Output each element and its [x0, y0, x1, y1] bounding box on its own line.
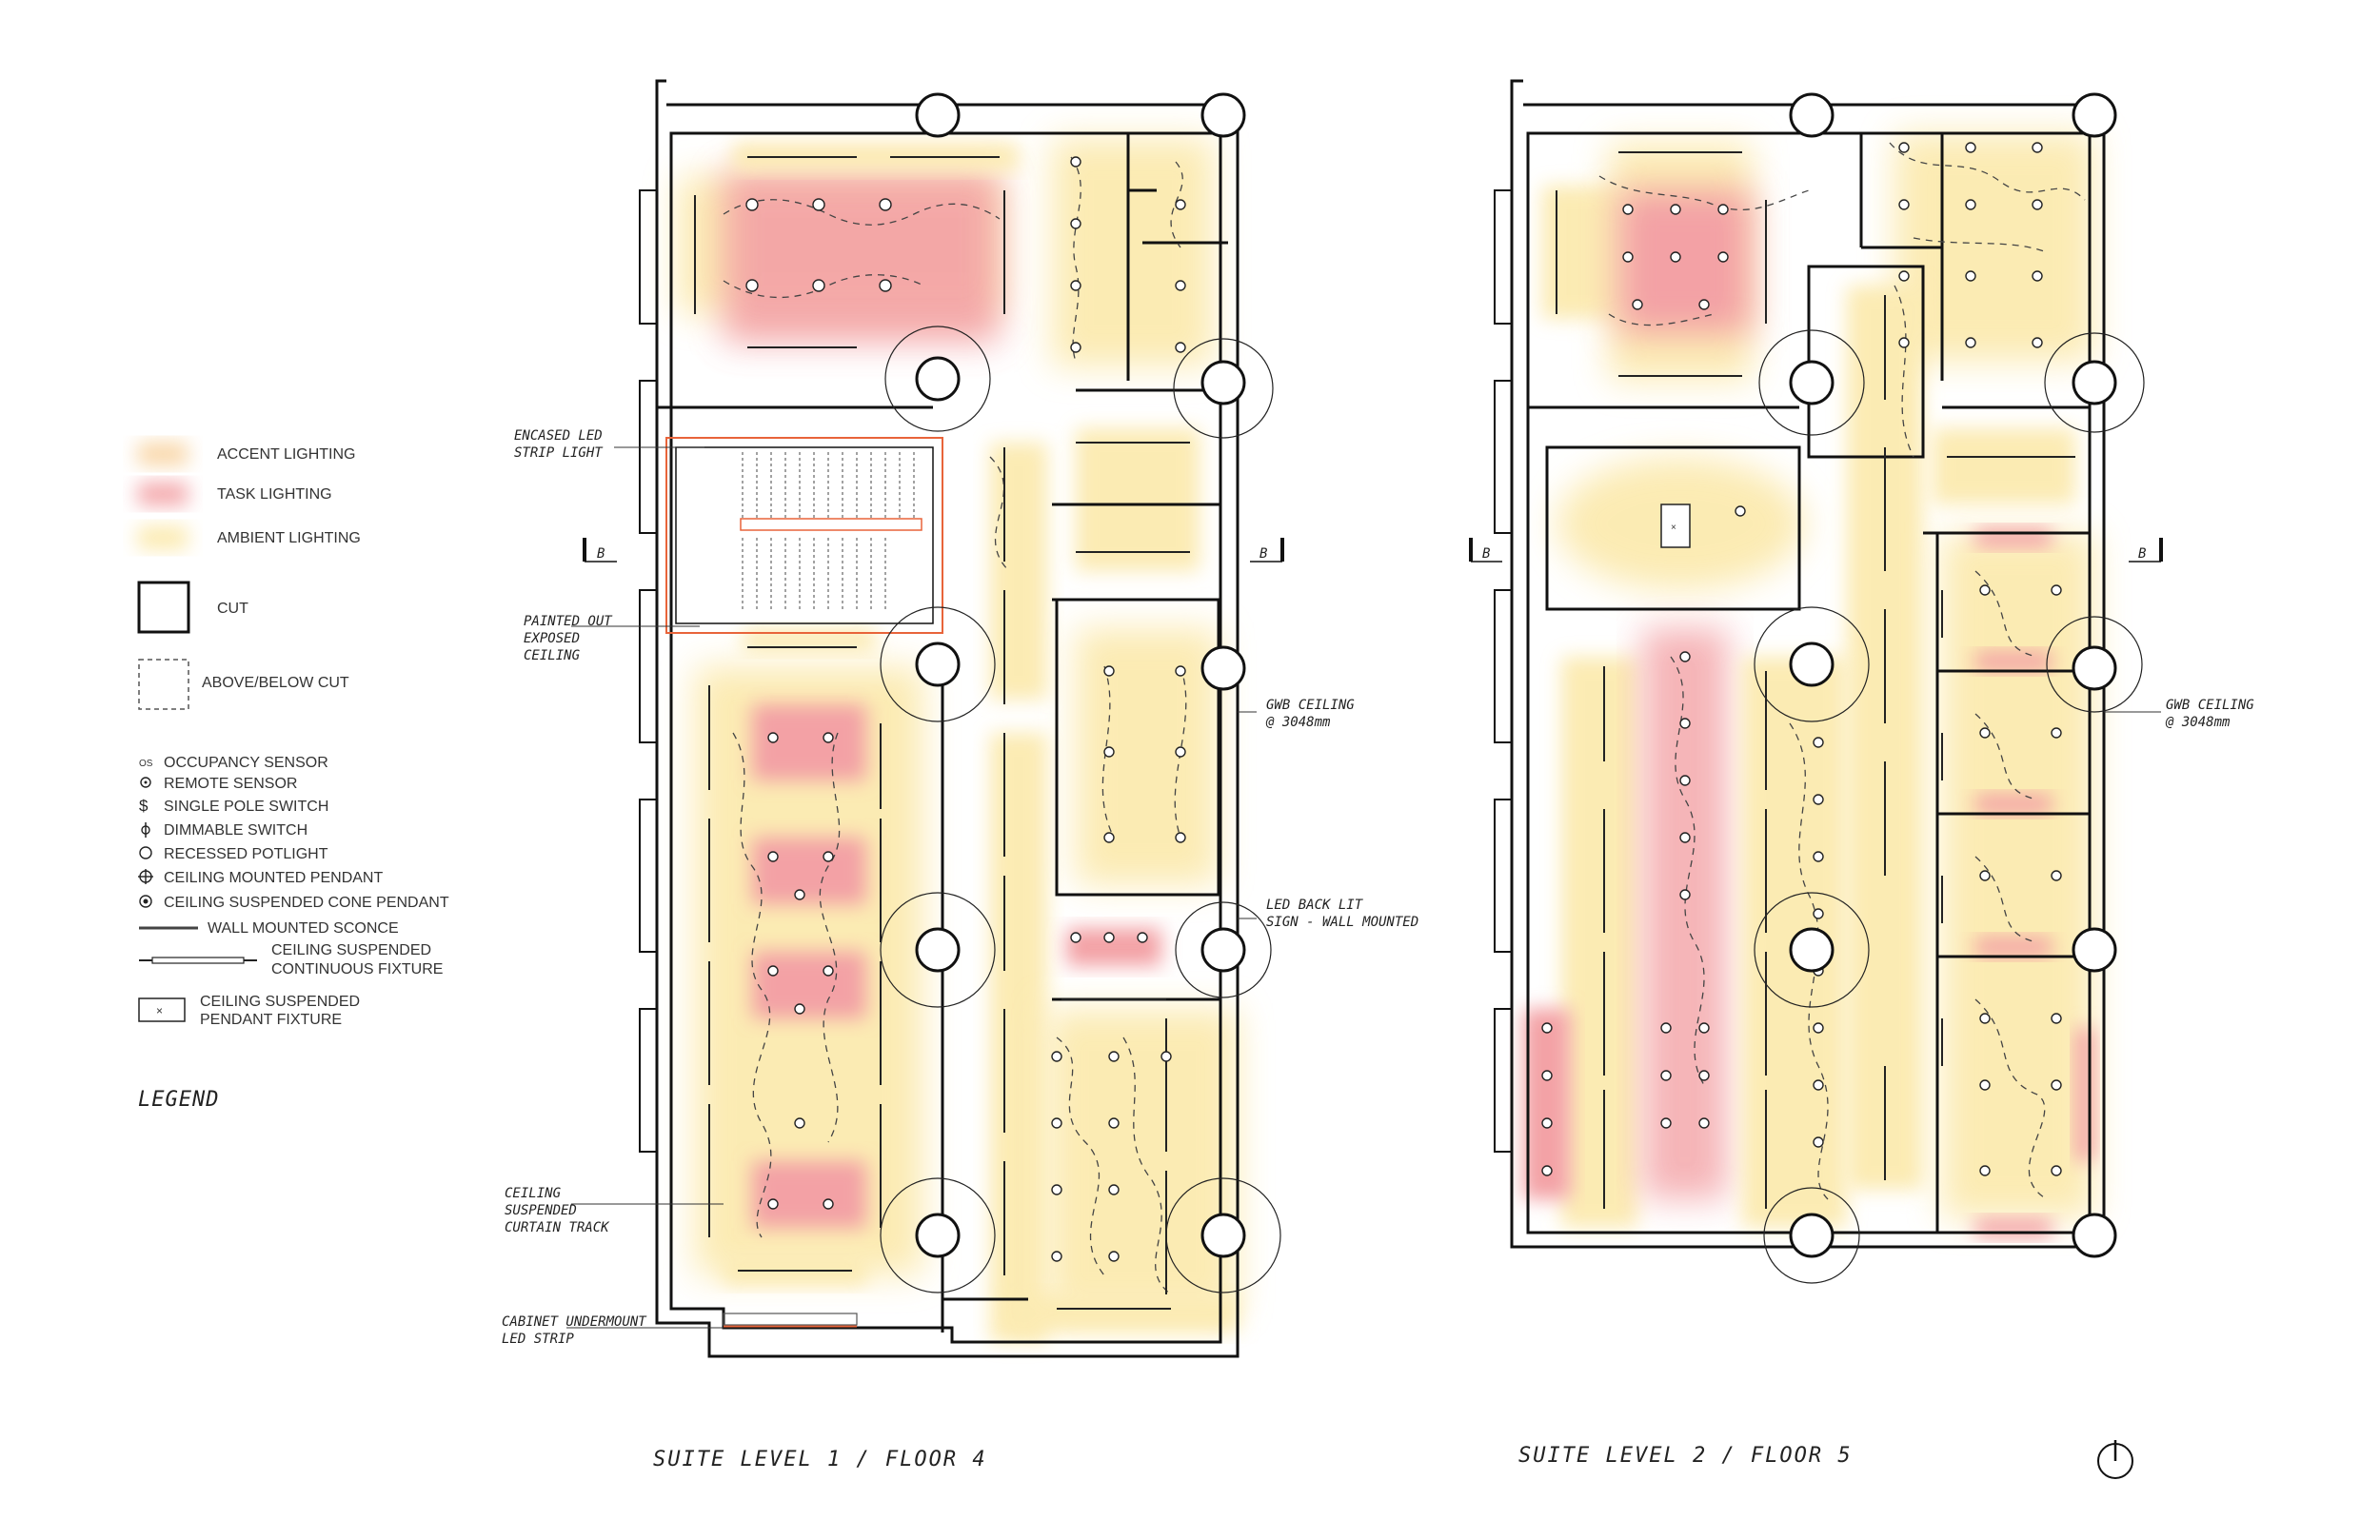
section-markers: B B B B [583, 538, 2163, 563]
stair-led-strip [665, 437, 943, 634]
interior-wall-right [1526, 114, 2092, 1234]
legend-pendant-2: PENDANT FIXTURE [200, 1012, 342, 1028]
above-below-symbol [138, 659, 189, 710]
cut-symbol [137, 581, 190, 634]
section-label: B [1482, 546, 1490, 562]
stair-landing-strip [740, 518, 922, 531]
fixtures-right [1541, 142, 2075, 1209]
columns-right [1789, 92, 2117, 1258]
pendant-fixture-box [1660, 503, 1691, 548]
section-label: B [597, 546, 605, 562]
legend-symbol-6: CEILING SUSPENDED CONE PENDANT [164, 895, 449, 911]
pendant-fixture-icon [138, 997, 186, 1022]
accent-swatch [138, 443, 188, 465]
plan-title-level-1: SUITE LEVEL 1 / FLOOR 4 [653, 1448, 987, 1471]
legend-continuous-2: CONTINUOUS FIXTURE [271, 961, 443, 977]
stair-outline [675, 446, 934, 624]
note-gwb-right: GWB CEILING@ 3048mm [2165, 698, 2254, 730]
occupancy-sensor-icon: OS [139, 759, 153, 769]
legend-symbol-4: RECESSED POTLIGHT [164, 846, 328, 862]
legend-continuous-1: CEILING SUSPENDED [271, 942, 431, 958]
legend-symbol-0: OCCUPANCY SENSOR [164, 755, 328, 771]
north-arrow-icon [2097, 1440, 2133, 1479]
dimmable-switch-icon [141, 822, 150, 838]
window-jambs-left [639, 189, 657, 1153]
legend-accent-label: ACCENT LIGHTING [217, 446, 356, 463]
cabinet [723, 1313, 858, 1326]
plan-suite-level-2: × [1494, 79, 2145, 1284]
legend-above-below-label: ABOVE/BELOW CUT [202, 675, 349, 691]
legend-symbol-5: CEILING MOUNTED PENDANT [164, 870, 383, 886]
gwb-room-left [1055, 598, 1220, 897]
legend-symbol-1: REMOTE SENSOR [164, 776, 297, 792]
window-jambs-right [1494, 189, 1512, 1153]
legend-pendant-1: CEILING SUSPENDED [200, 994, 360, 1010]
cone-pendant-icon [139, 895, 152, 908]
lighting-glow-left [678, 138, 1238, 1342]
section-label: B [2138, 546, 2146, 562]
column-rings-right [1754, 329, 2145, 1284]
legend-ambient-label: AMBIENT LIGHTING [217, 530, 361, 546]
circuit-paths-right [1598, 142, 2086, 1200]
fixtures-left [694, 156, 1190, 1310]
exterior-wall-left [655, 79, 1240, 1358]
legend-task-label: TASK LIGHTING [217, 486, 332, 503]
legend-symbol-3: DIMMABLE SWITCH [164, 822, 307, 839]
pendant-fixture-x: × [156, 1004, 163, 1017]
section-marker-left-1: B [583, 538, 617, 563]
ceiling-mounted-pendant-icon [138, 869, 153, 884]
partitions-right [1528, 133, 2090, 1233]
remote-sensor-icon [140, 777, 151, 788]
plan-title-level-2: SUITE LEVEL 2 / FLOOR 5 [1518, 1444, 1853, 1468]
section-marker-left-2: B [1250, 538, 1284, 563]
task-swatch [138, 483, 188, 505]
legend-cut-label: CUT [217, 601, 248, 617]
stair-treads [742, 452, 915, 609]
continuous-fixture-icon [139, 957, 257, 964]
legend-symbol-7: WALL MOUNTED SCONCE [208, 920, 399, 937]
section-marker-right-1: B [1469, 538, 1502, 563]
section-marker-right-2: B [2129, 538, 2163, 563]
note-gwb-left: GWB CEILING@ 3048mm [1265, 698, 1355, 730]
legend-title: LEGEND [138, 1088, 219, 1112]
recessed-potlight-icon [139, 846, 152, 859]
ambient-swatch [138, 526, 188, 549]
circuit-paths-left [723, 156, 1187, 1295]
legend-symbol-2: SINGLE POLE SWITCH [164, 799, 328, 815]
legend: ACCENT LIGHTING TASK LIGHTING AMBIENT LI… [137, 443, 449, 1112]
single-pole-switch-icon: $ [139, 797, 149, 815]
lounge-room [1545, 445, 1801, 611]
pendant-fixture-box-x: × [1671, 523, 1676, 533]
section-label: B [1259, 546, 1267, 562]
plan-suite-level-1 [639, 79, 1281, 1358]
columns-left [915, 92, 1246, 1258]
